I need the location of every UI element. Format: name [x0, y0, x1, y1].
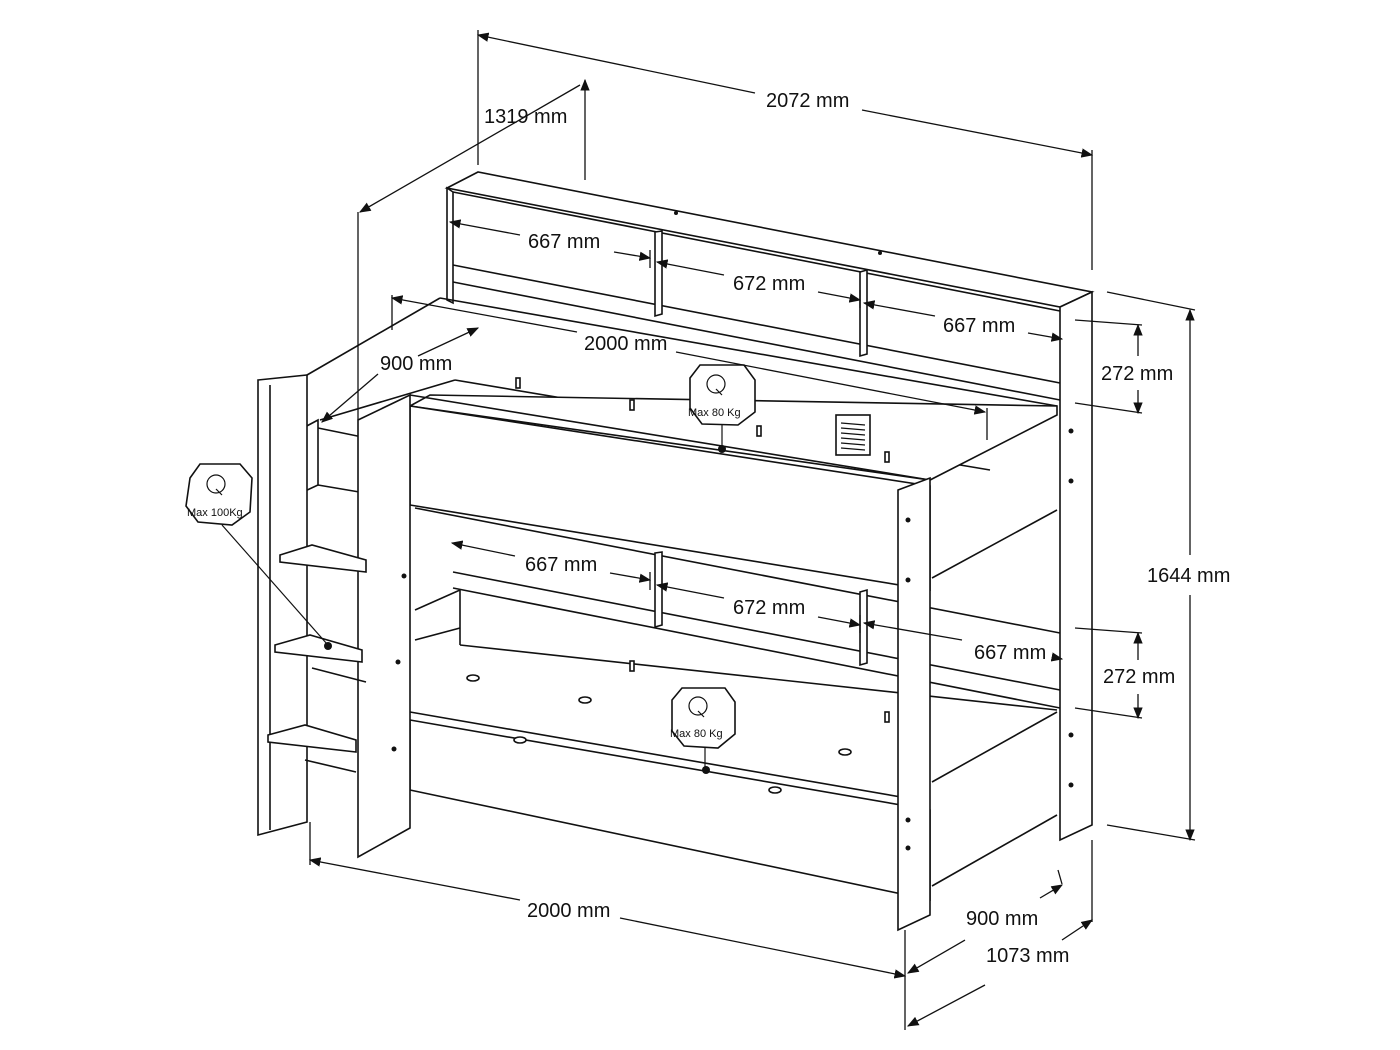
weight-icon-ladder: Max 100Kg [185, 463, 332, 650]
dimension-labels: 2072 mm 1319 mm 667 mm 672 mm 667 mm 200… [380, 90, 1230, 967]
label-bottom-depth: 1073 mm [986, 945, 1069, 967]
weight-label-lower-bed: Max 80 Kg [670, 728, 723, 740]
lower-bed-frame [409, 589, 1058, 901]
label-upper-shelf-height: 272 mm [1101, 363, 1173, 385]
label-total-height: 1644 mm [1147, 565, 1230, 587]
label-upper-shelf-middle: 672 mm [733, 273, 805, 295]
label-lower-shelf-left: 667 mm [525, 554, 597, 576]
back-shelf-unit [414, 171, 1095, 842]
label-lower-shelf-height: 272 mm [1103, 666, 1175, 688]
upper-bed-frame [302, 297, 1058, 591]
label-upper-bed-length: 2000 mm [584, 333, 667, 355]
label-total-width: 1319 mm [484, 106, 567, 128]
label-upper-shelf-left: 667 mm [528, 231, 600, 253]
label-upper-bed-width: 900 mm [380, 353, 452, 375]
label-total-length: 2072 mm [766, 90, 849, 112]
weight-icon-lower-bed: Max 80 Kg [670, 687, 736, 774]
label-bottom-width: 900 mm [966, 908, 1038, 930]
label-lower-shelf-right: 667 mm [974, 642, 1046, 664]
dimension-lines [308, 30, 1196, 1030]
label-lower-shelf-middle: 672 mm [733, 597, 805, 619]
weight-icon-upper-bed: Max 80 Kg [688, 364, 756, 453]
weight-label-ladder: Max 100Kg [187, 507, 243, 519]
label-upper-shelf-right: 667 mm [943, 315, 1015, 337]
label-bottom-length: 2000 mm [527, 900, 610, 922]
weight-label-upper-bed: Max 80 Kg [688, 407, 741, 419]
front-posts [357, 393, 931, 932]
ladder [257, 374, 367, 837]
